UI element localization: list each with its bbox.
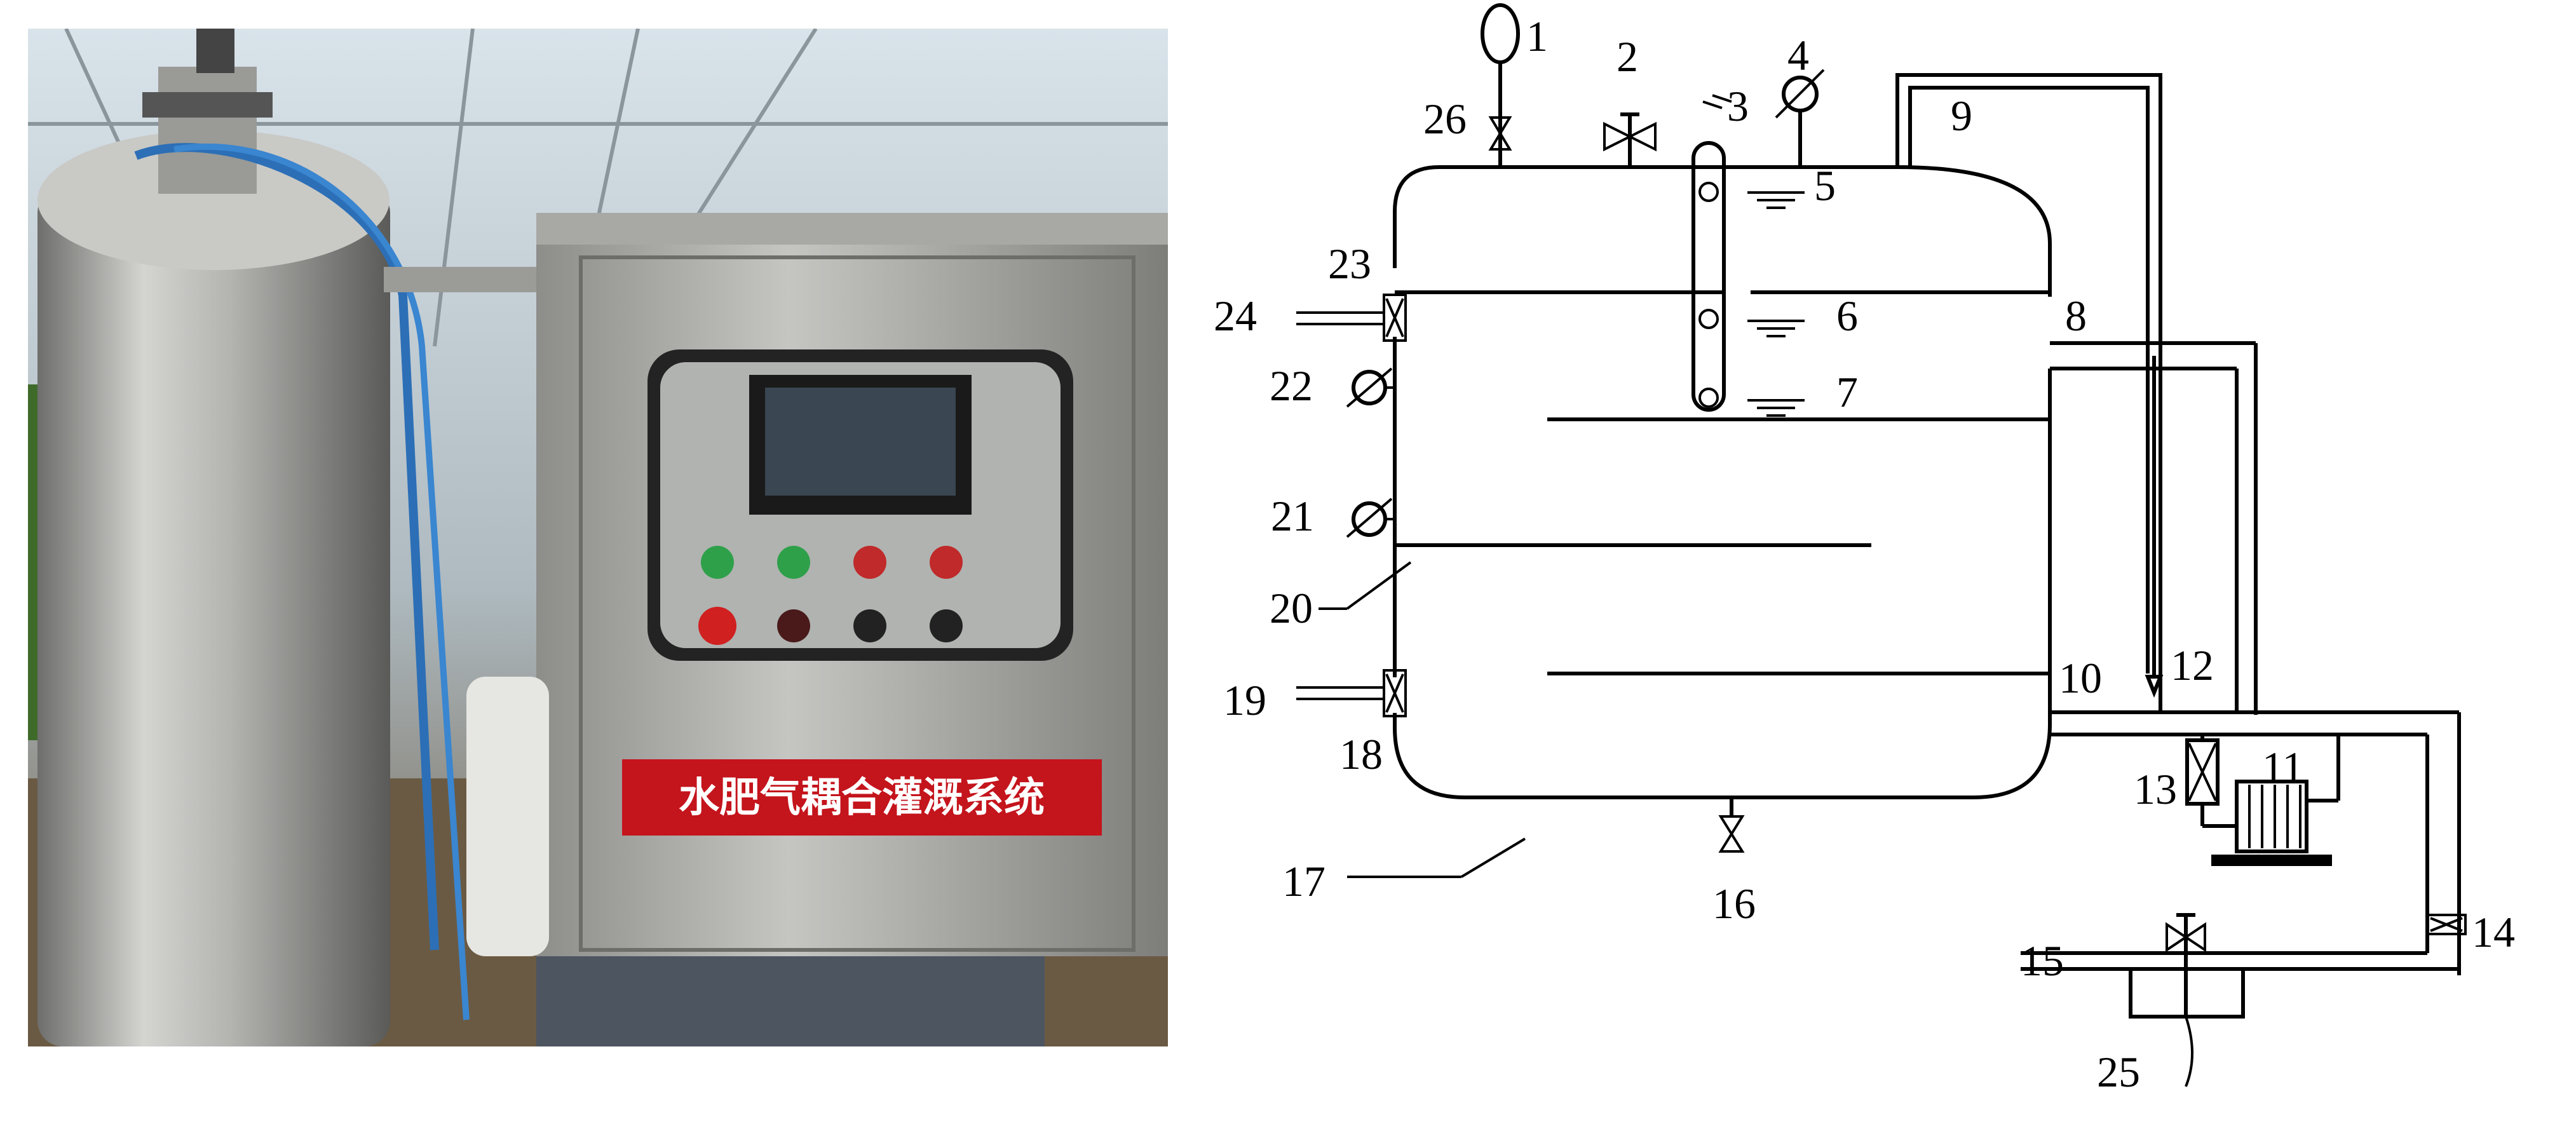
label-16: 16 [1712, 879, 1756, 928]
label-10: 10 [2059, 654, 2102, 702]
label-12: 12 [2171, 641, 2214, 689]
system-schematic: 1 2 3 4 5 6 7 8 9 10 11 12 13 14 15 16 1… [1214, 3, 2515, 1096]
label-18: 18 [1339, 730, 1383, 778]
label-2: 2 [1617, 32, 1638, 81]
callout-labels: 1 2 3 4 5 6 7 8 9 10 11 12 13 14 15 16 1… [1214, 12, 2515, 1096]
label-22: 22 [1270, 362, 1313, 410]
label-15: 15 [2021, 937, 2064, 985]
label-17: 17 [1282, 857, 1325, 905]
level-gauge-tube [1691, 141, 1805, 417]
label-6: 6 [1836, 292, 1858, 340]
label-8: 8 [2065, 292, 2087, 340]
internal-baffles [1395, 290, 2050, 675]
label-9: 9 [1951, 91, 1972, 140]
connecting-pipe [384, 267, 562, 292]
left-fittings [1296, 294, 1412, 717]
equipment-photo: 水肥气耦合灌溉系统 [28, 29, 1168, 1046]
outlet-piping [2021, 341, 2461, 975]
label-24: 24 [1214, 292, 1257, 340]
bottom-drain [1347, 797, 1745, 878]
label-7: 7 [1836, 368, 1858, 416]
main-tank-outline [1393, 165, 2052, 799]
air-inlet-pipe [1908, 86, 2150, 674]
cabinet-base [536, 956, 1045, 1046]
panel-sign [622, 759, 1102, 836]
control-cabinet: 水肥气耦合灌溉系统 [536, 213, 1168, 956]
label-11: 11 [2262, 743, 2303, 791]
label-19: 19 [1223, 676, 1266, 724]
label-14: 14 [2472, 908, 2515, 956]
label-23: 23 [1328, 240, 1371, 288]
label-25: 25 [2097, 1048, 2140, 1096]
white-pump [466, 677, 549, 956]
pump [2185, 735, 2340, 866]
label-5: 5 [1814, 161, 1836, 210]
control-buttons[interactable] [698, 607, 963, 645]
label-21: 21 [1271, 492, 1314, 540]
label-20: 20 [1270, 584, 1313, 632]
label-13: 13 [2134, 765, 2177, 813]
label-26: 26 [1423, 95, 1467, 143]
label-3: 3 [1727, 82, 1749, 130]
panel-sign-text: 水肥气耦合灌溉系统 [679, 774, 1045, 822]
indicator-lights [701, 546, 963, 579]
label-4: 4 [1787, 31, 1809, 79]
pressure-tank [37, 29, 390, 1046]
top-fittings [1481, 3, 1825, 167]
blue-hose [173, 144, 470, 1020]
fertilizer-tank [2129, 913, 2245, 1087]
flow-meter [2426, 914, 2467, 935]
label-1: 1 [1526, 12, 1548, 60]
air-inlet-pipe [1895, 73, 2162, 712]
